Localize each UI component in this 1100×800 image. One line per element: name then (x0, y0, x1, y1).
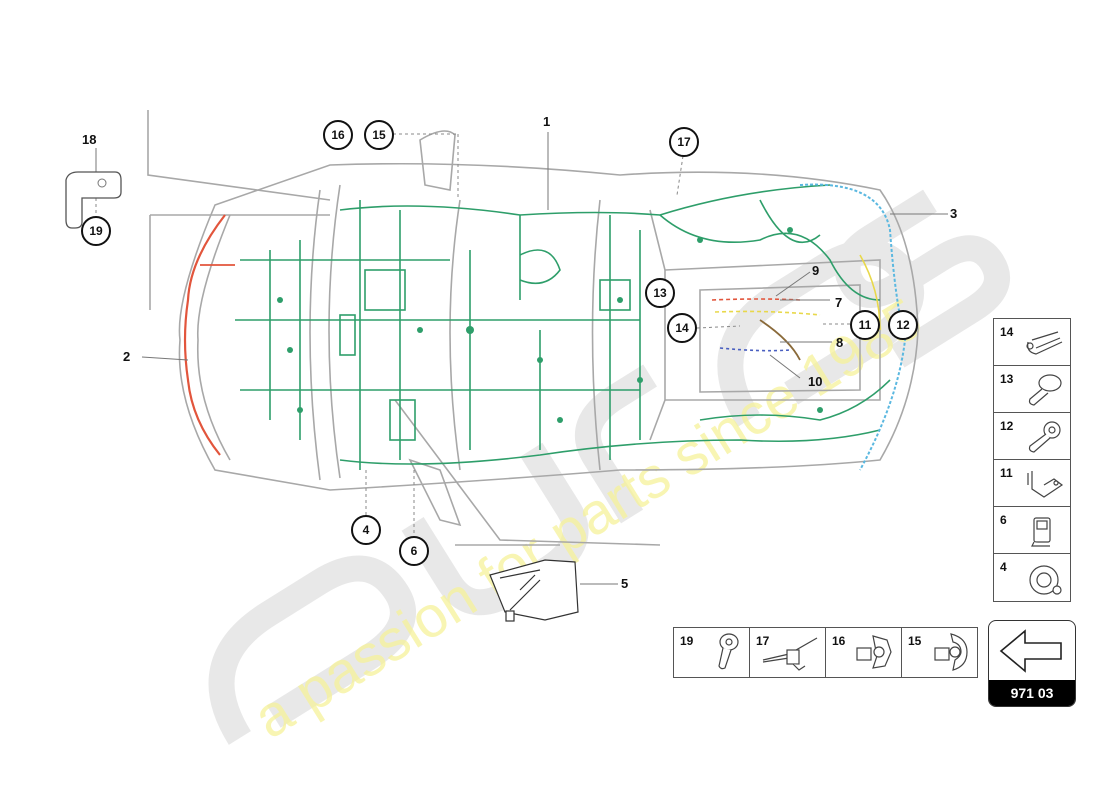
left-arrow-icon (999, 629, 1062, 673)
legend-item-13[interactable]: 13 (994, 366, 1070, 413)
callout-11-text: 11 (858, 318, 872, 332)
callout-17[interactable]: 17 (669, 127, 699, 157)
legend-num: 15 (908, 634, 922, 648)
callout-4[interactable]: 4 (351, 515, 381, 545)
legend-item-12[interactable]: 12 (994, 413, 1070, 460)
callout-14[interactable]: 14 (667, 313, 697, 343)
callout-6-text: 6 (410, 544, 418, 558)
legend-num: 13 (1000, 372, 1014, 386)
legend-item-11[interactable]: 11 (994, 460, 1070, 507)
label-7: 7 (835, 295, 843, 310)
torx-bolt-icon (1028, 421, 1061, 453)
torx-bolt-icon (718, 633, 739, 670)
legend-item-19[interactable]: 19 (674, 628, 750, 677)
callout-17-text: 17 (677, 135, 691, 149)
callout-15[interactable]: 15 (364, 120, 394, 150)
legend-num: 17 (756, 634, 770, 648)
legend-num: 6 (1000, 513, 1007, 527)
rotary-clip-icon (934, 633, 968, 671)
legend-num: 16 (832, 634, 846, 648)
callout-16[interactable]: 16 (323, 120, 353, 150)
callout-11[interactable]: 11 (850, 310, 880, 340)
callout-13-text: 13 (653, 286, 667, 300)
legend-item-6[interactable]: 6 (994, 507, 1070, 554)
rotary-clip-icon (856, 635, 892, 669)
legend-item-17[interactable]: 17 (750, 628, 826, 677)
grommet-nut-icon (1029, 565, 1062, 595)
label-3: 3 (950, 206, 958, 221)
label-9: 9 (812, 263, 820, 278)
cable-tie-icon (762, 637, 818, 671)
callout-16-text: 16 (331, 128, 345, 142)
callout-6[interactable]: 6 (399, 536, 429, 566)
legend-item-16[interactable]: 16 (826, 628, 902, 677)
callout-14-text: 14 (675, 321, 689, 335)
bracket-clip-icon (1027, 471, 1064, 498)
label-10: 10 (808, 374, 823, 389)
legend-num: 4 (1000, 560, 1007, 574)
connector-housing-icon (1031, 517, 1051, 547)
callout-12[interactable]: 12 (888, 310, 918, 340)
legend-item-15[interactable]: 15 (902, 628, 977, 677)
callout-12-text: 12 (896, 318, 910, 332)
parts-legend-vertical: 14 13 12 11 6 4 (993, 318, 1071, 602)
legend-num: 11 (1000, 466, 1013, 480)
callout-19[interactable]: 19 (81, 216, 111, 246)
legend-num: 12 (1000, 419, 1014, 433)
parts-legend-horizontal: 19 17 16 15 (673, 627, 978, 678)
label-2: 2 (123, 349, 131, 364)
legend-item-4[interactable]: 4 (994, 554, 1070, 601)
label-5: 5 (621, 576, 629, 591)
legend-num: 14 (1000, 325, 1014, 339)
label-8: 8 (836, 335, 844, 350)
flange-screw-icon (1028, 374, 1062, 406)
callout-15-text: 15 (372, 128, 386, 142)
label-18: 18 (82, 132, 97, 147)
callout-4-text: 4 (362, 523, 370, 537)
label-1: 1 (543, 114, 551, 129)
watermark-tagline: a passion for parts since 1985 (242, 286, 933, 751)
legend-item-14[interactable]: 14 (994, 319, 1070, 366)
page-code: 971 03 (989, 680, 1075, 706)
harness-clip-icon (1026, 331, 1063, 355)
legend-num: 19 (680, 634, 694, 648)
callout-19-text: 19 (89, 224, 103, 238)
previous-page-nav[interactable]: 971 03 (988, 620, 1076, 707)
control-unit-drawing (489, 559, 579, 622)
callout-13[interactable]: 13 (645, 278, 675, 308)
